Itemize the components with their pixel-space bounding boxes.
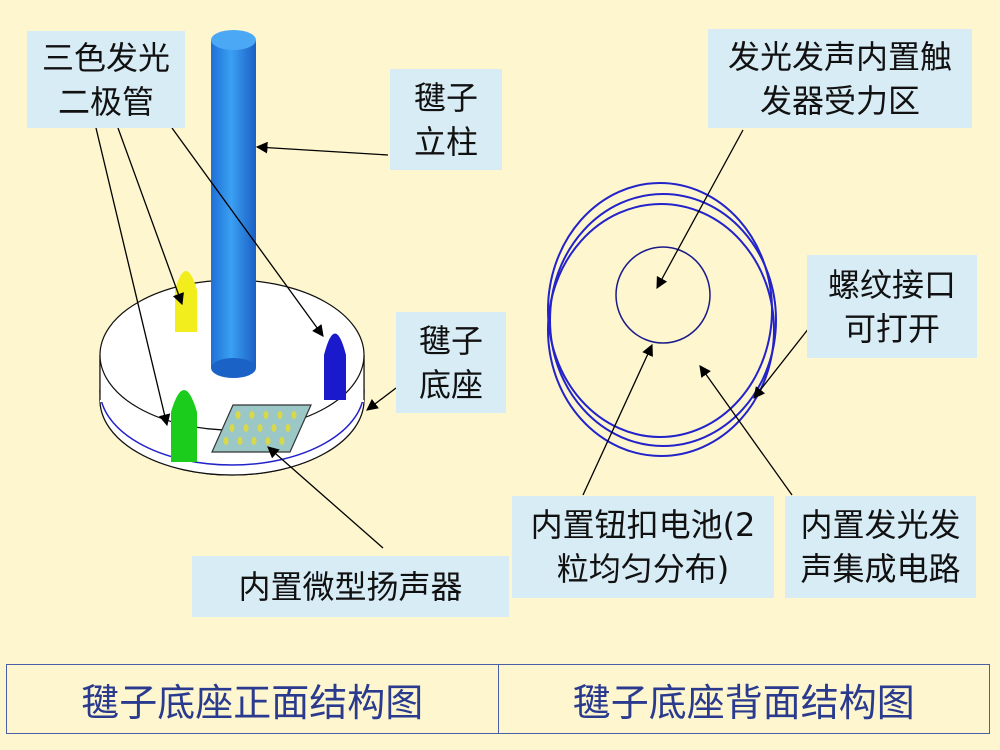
label-circuit-line2: 声集成电路 bbox=[800, 550, 961, 588]
led-blue bbox=[324, 333, 346, 400]
label-thread-line1: 螺纹接口 bbox=[827, 265, 956, 304]
label-speaker: 内置微型扬声器 bbox=[192, 556, 509, 617]
label-pillar-line2: 立柱 bbox=[413, 122, 478, 161]
label-thread-line2: 可打开 bbox=[843, 309, 940, 348]
label-base: 毽子 底座 bbox=[396, 312, 506, 413]
label-base-line1: 毽子 bbox=[418, 321, 483, 360]
label-battery: 内置钮扣电池(2 粒均匀分布) bbox=[512, 496, 774, 598]
pillar bbox=[211, 30, 256, 378]
label-circuit: 内置发光发 声集成电路 bbox=[785, 496, 976, 598]
label-speaker-text: 内置微型扬声器 bbox=[238, 567, 463, 606]
led-green bbox=[171, 390, 197, 462]
back-base-rings bbox=[547, 182, 777, 457]
caption-bar: 毽子底座正面结构图 毽子底座背面结构图 bbox=[6, 664, 990, 734]
label-led: 三色发光 二极管 bbox=[27, 31, 185, 128]
label-battery-line1: 内置钮扣电池(2 bbox=[530, 506, 756, 544]
led-yellow bbox=[175, 271, 197, 332]
leader-arrows bbox=[95, 127, 810, 549]
trigger-zone-circle bbox=[615, 246, 711, 344]
label-circuit-line1: 内置发光发 bbox=[800, 506, 961, 544]
label-trigger-line1: 发光发声内置触 bbox=[727, 37, 952, 76]
label-led-line1: 三色发光 bbox=[41, 38, 170, 77]
caption-front: 毽子底座正面结构图 bbox=[81, 680, 424, 725]
speaker-grille bbox=[211, 404, 312, 453]
label-thread: 螺纹接口 可打开 bbox=[807, 255, 977, 358]
label-trigger: 发光发声内置触 发器受力区 bbox=[708, 29, 972, 128]
label-pillar: 毽子 立柱 bbox=[390, 69, 502, 170]
label-led-line2: 二极管 bbox=[57, 82, 154, 121]
label-trigger-line2: 发器受力区 bbox=[759, 81, 920, 120]
label-pillar-line1: 毽子 bbox=[413, 78, 478, 117]
label-battery-line2: 粒均匀分布) bbox=[556, 550, 730, 588]
label-base-line2: 底座 bbox=[418, 365, 483, 404]
front-blue-ring bbox=[99, 389, 365, 466]
caption-back: 毽子底座背面结构图 bbox=[497, 665, 990, 733]
